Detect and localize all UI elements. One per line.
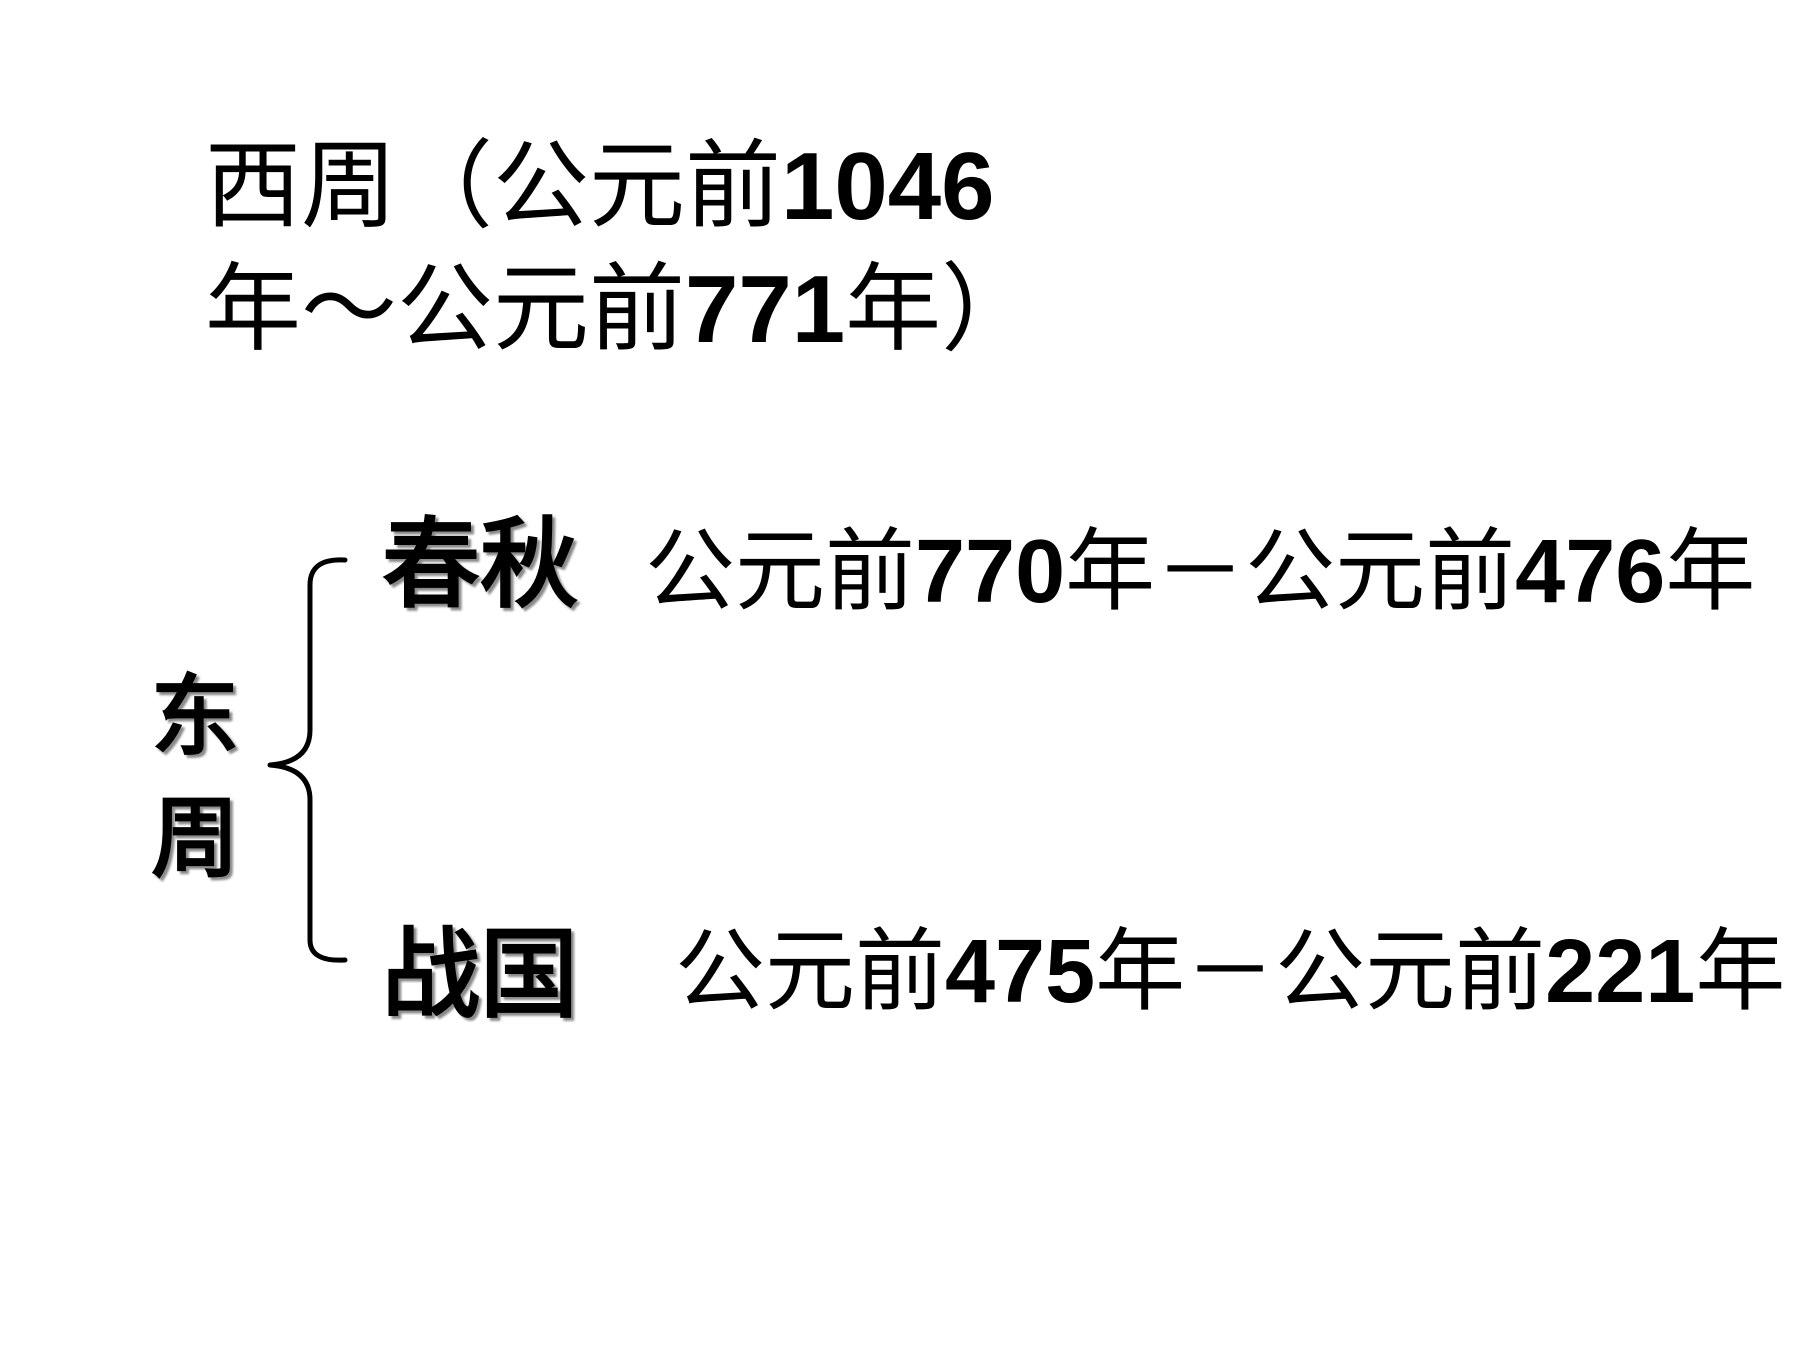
western-zhou-line-1: 西周（公元前1046 [205, 125, 1105, 248]
date-text: 年 [1695, 919, 1786, 1024]
date-text: 年 [1665, 519, 1756, 624]
western-zhou-text: 年） [845, 253, 1038, 365]
eastern-zhou-char: 东 [150, 664, 239, 768]
curly-bracket [267, 557, 348, 963]
start-year: 475 [945, 922, 1096, 1022]
spring-autumn-label: 春秋 [382, 507, 579, 622]
western-zhou-line-2: 年～公元前771年） [205, 248, 1105, 371]
western-zhou-text: 年～公元前 [205, 253, 685, 365]
western-zhou-text: 西周（公元前 [205, 130, 781, 242]
date-text: 年－公元前 [1095, 919, 1546, 1024]
warring-states-date-range: 公元前475年－公元前221年 [675, 898, 1785, 1028]
eastern-zhou-char: 周 [150, 786, 239, 890]
western-zhou-end-year: 771 [685, 256, 846, 363]
end-year: 221 [1545, 922, 1696, 1022]
western-zhou-label: 西周（公元前1046 年～公元前771年） [205, 125, 1105, 371]
date-text: 公元前 [645, 519, 915, 624]
end-year: 476 [1515, 522, 1666, 622]
eastern-zhou-label: 东 周 [140, 655, 250, 899]
warring-states-label: 战国 [382, 917, 579, 1032]
start-year: 770 [915, 522, 1066, 622]
spring-autumn-date-range: 公元前770年－公元前476年 [645, 498, 1755, 628]
date-text: 公元前 [675, 919, 945, 1024]
western-zhou-start-year: 1046 [781, 133, 995, 240]
date-text: 年－公元前 [1065, 519, 1516, 624]
